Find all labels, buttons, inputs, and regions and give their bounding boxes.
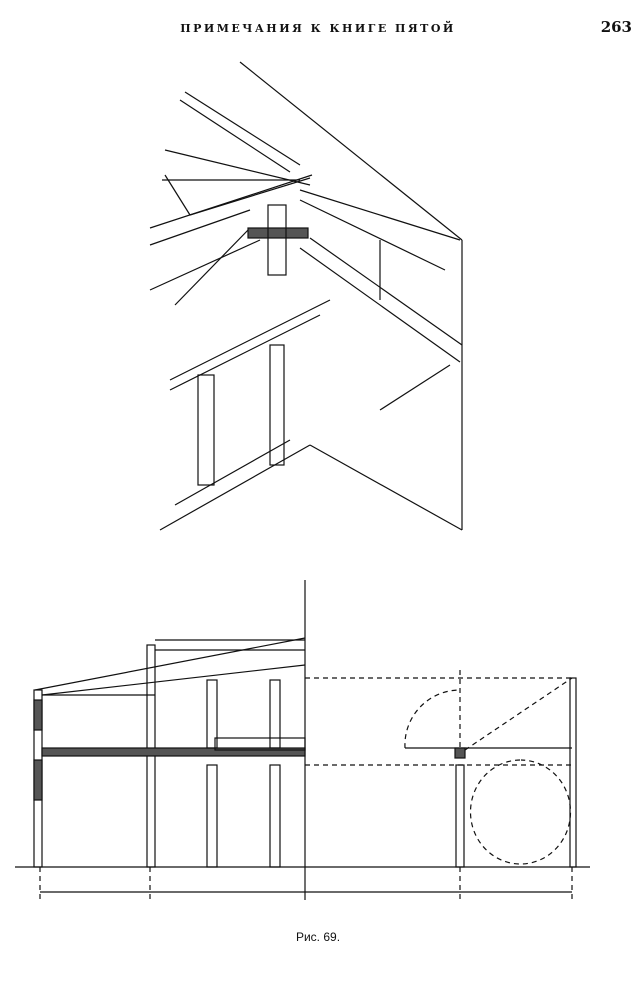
figure-caption: Рис. 69. (295, 930, 341, 944)
running-title: ПРИМЕЧАНИЯ К КНИГЕ ПЯТОЙ (180, 22, 456, 35)
isometric-drawing (149, 61, 463, 531)
section-drawing (15, 580, 590, 900)
page-number: 263 (600, 18, 632, 36)
